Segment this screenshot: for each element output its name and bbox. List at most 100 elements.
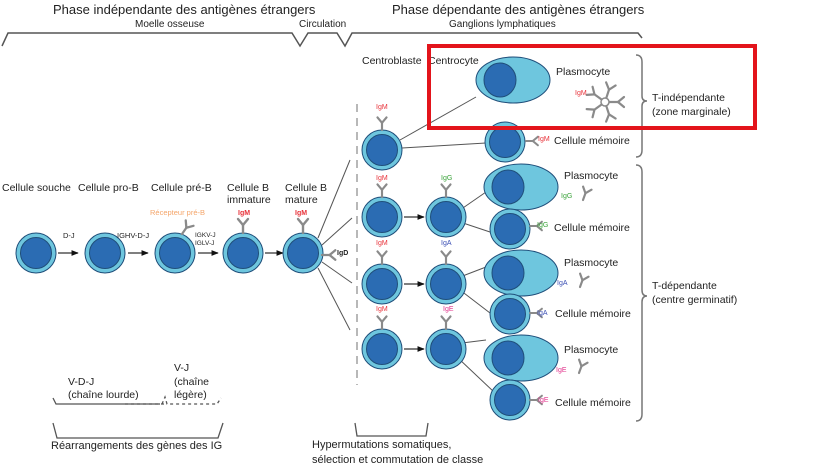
isotype-igm-pentamer: IgM bbox=[575, 90, 587, 97]
ige-memory-antibody bbox=[528, 394, 543, 406]
igm-centroblast-1-antibody bbox=[376, 116, 388, 132]
isotype-iga-plasmo: IgA bbox=[557, 280, 568, 287]
pre-b-cell bbox=[154, 232, 196, 274]
memory-cell-label-4: Cellule mémoire bbox=[555, 397, 631, 409]
memory-cell-label-2: Cellule mémoire bbox=[554, 222, 630, 234]
centroblast-label: Centroblaste bbox=[362, 55, 422, 67]
centrocyte-iga bbox=[425, 263, 467, 305]
isotype-igm-mature: IgM bbox=[295, 210, 308, 217]
isotype-igm-immature: IgM bbox=[238, 210, 251, 217]
igm-centroblast-4-antibody bbox=[376, 315, 388, 331]
igg-memory-antibody bbox=[528, 220, 543, 232]
isotype-igg-cc: IgG bbox=[441, 175, 453, 182]
igm-centroblast-2-antibody bbox=[376, 183, 388, 199]
lymph-nodes-label: Ganglions lymphatiques bbox=[449, 19, 556, 30]
iga-plasmocyte-antibody bbox=[578, 272, 590, 289]
circulation-label: Circulation bbox=[299, 19, 347, 30]
stem-cell-label: Cellule souche bbox=[2, 182, 71, 194]
top-bracket-independent bbox=[1, 32, 643, 48]
iga-memory-antibody bbox=[528, 307, 543, 319]
cells-layer bbox=[15, 56, 559, 421]
marginal-zone-label: (zone marginale) bbox=[652, 106, 731, 118]
plasmocyte-label-3: Plasmocyte bbox=[564, 257, 619, 269]
immature-b-label-line1: Cellule B bbox=[227, 182, 270, 194]
phase-dependent-title: Phase dépendante des antigènes étrangers bbox=[392, 2, 645, 17]
pro-b-cell-label: Cellule pro-B bbox=[78, 182, 139, 194]
isotype-iga-cc: IgA bbox=[441, 240, 452, 247]
step-dj: D-J bbox=[63, 231, 75, 240]
mature-b-label-line2: mature bbox=[285, 194, 318, 206]
isotype-ige-plasmo: IgE bbox=[556, 367, 567, 374]
ige-plasmocyte-antibody bbox=[577, 358, 589, 375]
fan-lines bbox=[317, 159, 353, 331]
isotype-iga-memory: IgA bbox=[537, 310, 548, 317]
centrocyte-ige bbox=[425, 328, 467, 370]
igm-pentamer-icon bbox=[585, 81, 626, 123]
igm-centroblast-3-antibody bbox=[376, 250, 388, 266]
plasmocyte-label-4: Plasmocyte bbox=[564, 344, 619, 356]
igg-plasmocyte-antibody bbox=[581, 185, 593, 202]
pre-b-receptor-label: Récepteur pré-B bbox=[150, 208, 206, 217]
light-chain-label-1: (chaîne bbox=[174, 376, 210, 388]
step-igkv-j: IGKV-J bbox=[195, 232, 216, 239]
isotype-igm-cb2: IgM bbox=[376, 175, 388, 182]
centrocyte-label: Centrocyte bbox=[428, 55, 479, 67]
immature-b-label-line2: immature bbox=[227, 194, 271, 206]
ige-centrocyte-antibody bbox=[440, 315, 452, 331]
centroblast-3 bbox=[361, 263, 403, 305]
igd-mature-antibody bbox=[320, 249, 337, 261]
step-ighv-dj: IGHV-D-J bbox=[117, 231, 150, 240]
isotype-igg-plasmo: IgG bbox=[561, 193, 573, 200]
hypermutation-label-2: sélection et commutation de classe bbox=[312, 454, 484, 466]
t-independent-label: T-indépendante bbox=[652, 92, 725, 104]
centroblast-4 bbox=[361, 328, 403, 370]
isotype-ige-cc: IgE bbox=[443, 306, 454, 313]
response-braces bbox=[635, 54, 648, 422]
isotype-igg-memory: IgG bbox=[537, 222, 549, 229]
step-iglv-j: IGLV-J bbox=[195, 240, 215, 247]
iga-centrocyte-antibody bbox=[440, 250, 452, 266]
plasmocyte-igg bbox=[483, 163, 559, 211]
immature-b-cell bbox=[222, 232, 264, 274]
isotype-igm-cb3: IgM bbox=[376, 240, 388, 247]
centroblast-1 bbox=[361, 129, 403, 171]
vdj-label: V-D-J bbox=[68, 376, 95, 388]
t-dependent-label: T-dépendante bbox=[652, 280, 717, 292]
phase-independent-title: Phase indépendante des antigènes étrange… bbox=[53, 2, 316, 17]
igm-memory-antibody bbox=[524, 135, 539, 147]
rearrangements-label: Réarrangements des gènes des IG bbox=[51, 440, 223, 452]
centrocyte-igg bbox=[425, 196, 467, 238]
pre-b-receptor-icon bbox=[180, 219, 195, 236]
bottom-brackets bbox=[52, 395, 429, 439]
germinal-center-label: (centre germinatif) bbox=[652, 294, 738, 306]
plasmocyte-iga bbox=[483, 249, 559, 297]
isotype-igm-memory: IgM bbox=[538, 136, 550, 143]
pre-b-cell-label: Cellule pré-B bbox=[151, 182, 212, 194]
memory-cell-label-3: Cellule mémoire bbox=[555, 308, 631, 320]
isotype-igm-cb1: IgM bbox=[376, 104, 388, 111]
germinal-arrows bbox=[404, 214, 425, 352]
heavy-chain-label: (chaîne lourde) bbox=[68, 389, 139, 401]
memory-cell-label-1: Cellule mémoire bbox=[554, 135, 630, 147]
memory-cell-ige bbox=[489, 379, 531, 421]
light-chain-label-2: légère) bbox=[174, 389, 207, 401]
memory-cell-igg bbox=[489, 208, 531, 250]
hypermutation-label-1: Hypermutations somatiques, bbox=[312, 439, 452, 451]
stem-cell bbox=[15, 232, 57, 274]
centroblast-2 bbox=[361, 196, 403, 238]
isotype-igm-cb4: IgM bbox=[376, 306, 388, 313]
vj-label: V-J bbox=[174, 362, 190, 374]
pro-b-cell bbox=[84, 232, 126, 274]
memory-cell-iga bbox=[489, 293, 531, 335]
plasmocyte-ige bbox=[483, 334, 559, 382]
plasmocyte-igm bbox=[475, 56, 551, 104]
plasmocyte-label-2: Plasmocyte bbox=[564, 170, 619, 182]
igm-immature-antibody bbox=[236, 217, 250, 235]
isotype-ige-memory: IgE bbox=[538, 397, 549, 404]
highlight-box-t-independent bbox=[427, 44, 757, 130]
antibodies-layer bbox=[180, 81, 626, 406]
mature-b-label-line1: Cellule B bbox=[285, 182, 328, 194]
igm-mature-antibody bbox=[296, 217, 310, 235]
